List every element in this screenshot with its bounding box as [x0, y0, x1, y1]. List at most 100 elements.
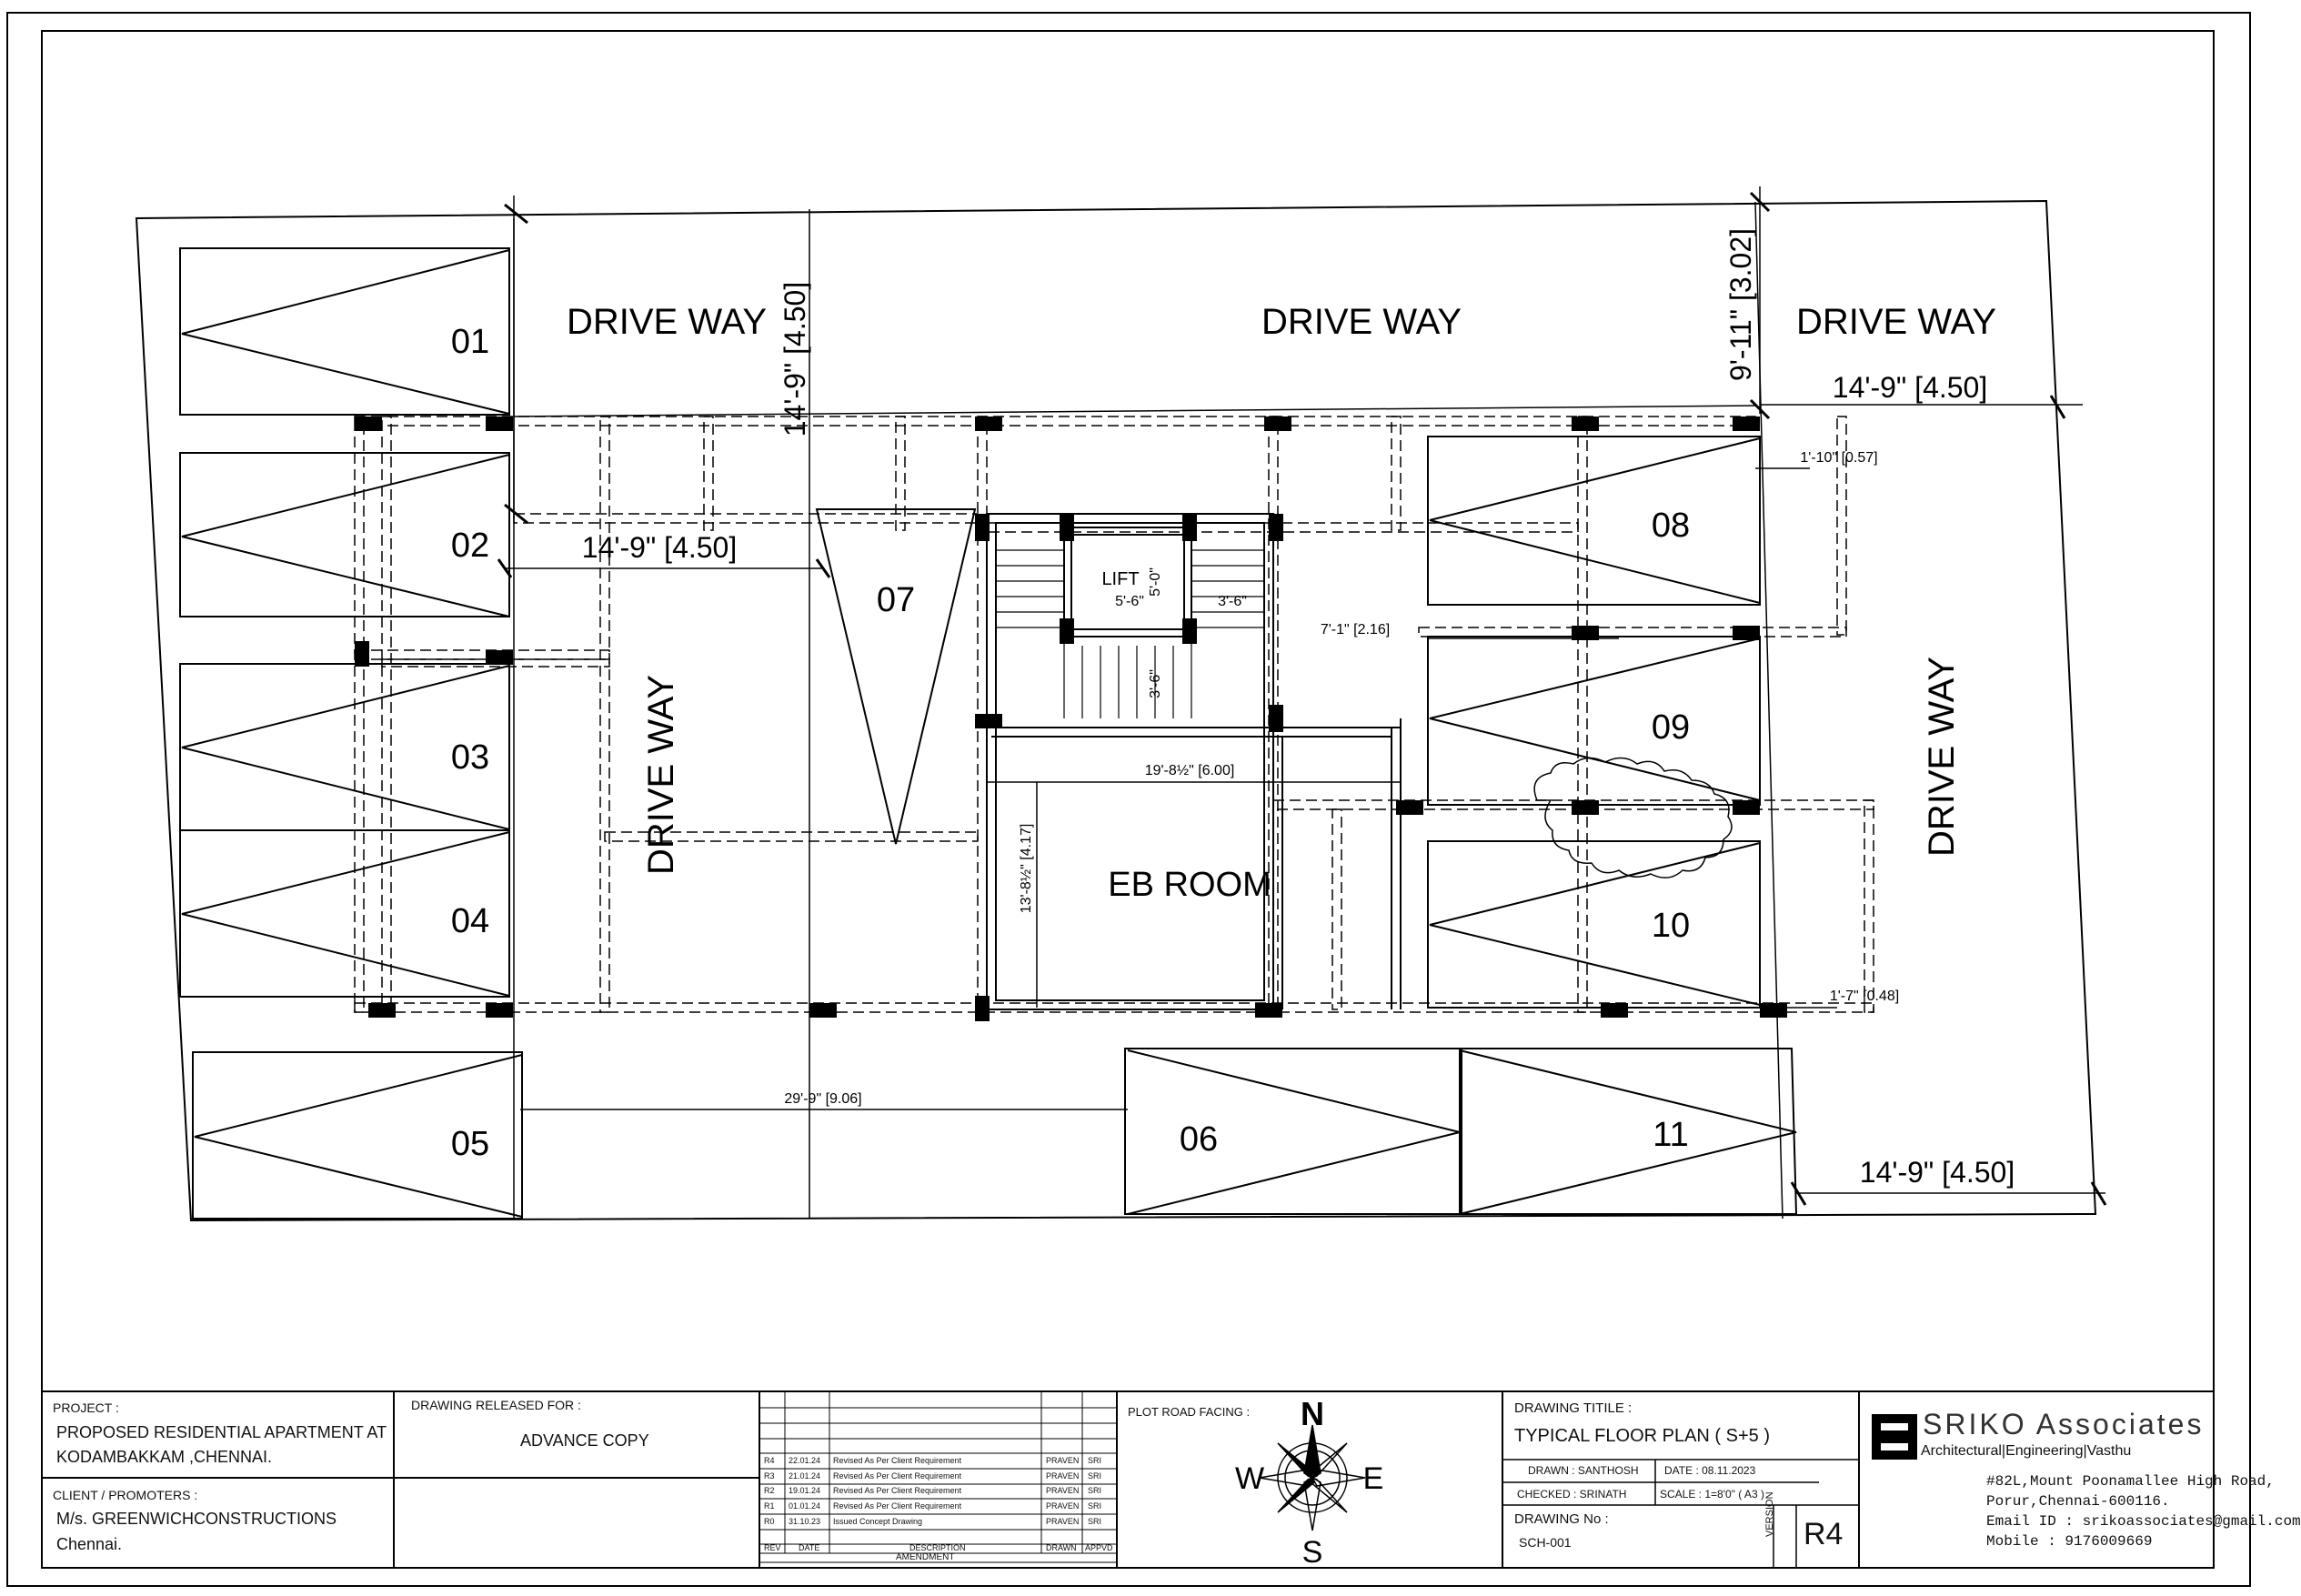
amendment-desc: Revised As Per Client Requirement	[833, 1501, 962, 1511]
dimension-label: 1'-7" [0.48]	[1830, 989, 1899, 1004]
sriko-logo	[1872, 1414, 1917, 1460]
amendment-rev: R4	[764, 1456, 775, 1465]
bay-number: 10	[1652, 907, 1690, 945]
dimension-label: 1'-10" [0.57]	[1800, 450, 1877, 466]
drive-way-label: DRIVE WAY	[641, 675, 681, 875]
plot-facing-label: PLOT ROAD FACING :	[1128, 1405, 1251, 1419]
dimension-label: 7'-1" [2.16]	[1321, 622, 1390, 637]
dimension-label: 3'-6"	[1148, 669, 1163, 698]
dimension-label: 14'-9" [4.50]	[779, 282, 811, 437]
drawing-scale: SCALE : 1=8'0" ( A3 )	[1660, 1488, 1764, 1501]
amendment-desc: Issued Concept Drawing	[833, 1516, 923, 1526]
bay-number: 04	[451, 902, 489, 940]
dimension-label: 5'-6"	[1115, 594, 1144, 609]
parking-bay	[1427, 840, 1761, 1009]
bay-number: 06	[1180, 1120, 1218, 1159]
amend-header-drawn: DRAWN	[1046, 1543, 1077, 1552]
firm-address2: Porur,Chennai-600116.	[1986, 1493, 2170, 1510]
parking-bay	[1459, 1048, 1798, 1215]
amendment-appvd: SRI	[1088, 1516, 1102, 1526]
dimension-label: 29'-9" [9.06]	[784, 1091, 861, 1107]
amendment-drawn: PRAVEN	[1046, 1486, 1080, 1496]
drawing-title: TYPICAL FLOOR PLAN ( S+5 )	[1514, 1426, 1771, 1446]
amendment-date: 19.01.24	[789, 1486, 821, 1496]
amendment-rev: R1	[764, 1501, 775, 1511]
parking-bay	[815, 508, 977, 845]
drawing-date: DATE : 08.11.2023	[1664, 1464, 1756, 1477]
drive-way-label: DRIVE WAY	[1261, 302, 1462, 342]
dimension-label: 14'-9" [4.50]	[1860, 1156, 2015, 1189]
bay-number: 09	[1652, 708, 1690, 747]
amendment-desc: Revised As Per Client Requirement	[833, 1471, 962, 1481]
drive-way-label: DRIVE WAY	[567, 302, 767, 342]
drive-way-label: DRIVE WAY	[1922, 657, 1962, 857]
checked-by: CHECKED : SRINATH	[1517, 1488, 1627, 1501]
client-label: CLIENT / PROMOTERS :	[53, 1488, 198, 1502]
client-line1: M/s. GREENWICHCONSTRUCTIONS	[56, 1510, 337, 1528]
amendment-rev: R0	[764, 1516, 775, 1526]
released-value: ADVANCE COPY	[520, 1431, 649, 1450]
dimension-label: 3'-6"	[1218, 594, 1247, 609]
dimension-label: 13'-8½" [4.17]	[1019, 824, 1034, 914]
bay-number: 05	[451, 1125, 489, 1163]
amendment-drawn: PRAVEN	[1046, 1471, 1080, 1481]
released-label: DRAWING RELEASED FOR :	[411, 1398, 581, 1412]
project-label: PROJECT :	[53, 1400, 119, 1415]
amendment-drawn: PRAVEN	[1046, 1456, 1080, 1465]
site-boundary	[135, 199, 2097, 1222]
amendment-date: 21.01.24	[789, 1471, 821, 1481]
client-line2: Chennai.	[56, 1535, 123, 1553]
firm-tagline: Architectural|Engineering|Vasthu	[1921, 1443, 2132, 1459]
project-line2: KODAMBAKKAM ,CHENNAI.	[56, 1448, 273, 1466]
dimension-label: 14'-9" [4.50]	[1833, 371, 1987, 404]
amendment-desc: Revised As Per Client Requirement	[833, 1486, 962, 1496]
amendment-rev: R2	[764, 1486, 775, 1496]
amendment-drawn: PRAVEN	[1046, 1501, 1080, 1511]
compass-east: E	[1363, 1461, 1384, 1496]
compass-south: S	[1302, 1535, 1323, 1570]
amendment-drawn: PRAVEN	[1046, 1516, 1080, 1526]
amend-header-date: DATE	[799, 1543, 820, 1552]
lift-label: LIFT	[1101, 569, 1139, 589]
version-value: R4	[1804, 1517, 1844, 1551]
eb-room-label: EB ROOM	[1108, 866, 1271, 904]
bay-number: 02	[451, 527, 489, 565]
bay-number: 03	[451, 738, 489, 777]
compass-icon	[1259, 1424, 1366, 1531]
bay-number: 11	[1653, 1116, 1688, 1154]
firm-name: SRIKO Associates	[1923, 1408, 2205, 1440]
parking-bay	[179, 247, 510, 416]
dimension-label: 19'-8½" [6.00]	[1145, 763, 1235, 778]
amend-footer: AMENDMENT	[896, 1552, 955, 1562]
amendment-desc: Revised As Per Client Requirement	[833, 1456, 962, 1465]
parking-bay	[179, 829, 510, 998]
firm-email: Email ID : srikoassociates@gmail.com	[1986, 1513, 2301, 1530]
parking-bay	[1124, 1048, 1462, 1215]
amendment-date: 01.01.24	[789, 1501, 821, 1511]
drive-way-label: DRIVE WAY	[1796, 302, 1996, 342]
amendment-appvd: SRI	[1088, 1501, 1102, 1511]
amendment-appvd: SRI	[1088, 1456, 1102, 1465]
firm-mobile: Mobile : 9176009669	[1986, 1533, 2153, 1550]
amendment-appvd: SRI	[1088, 1486, 1102, 1496]
dimension-label: 9'-11" [3.02]	[1724, 228, 1757, 381]
drawing-no: SCH-001	[1519, 1535, 1572, 1550]
amendment-date: 31.10.23	[789, 1516, 821, 1526]
amend-header-rev: REV	[764, 1543, 781, 1552]
compass-west: W	[1235, 1461, 1264, 1496]
drawing-no-label: DRAWING No :	[1514, 1511, 1609, 1527]
amendment-date: 22.01.24	[789, 1456, 821, 1465]
bay-number: 01	[451, 323, 489, 361]
bay-number: 07	[877, 581, 915, 619]
parking-bay	[192, 1051, 523, 1220]
drawn-by: DRAWN : SANTHOSH	[1528, 1464, 1639, 1477]
dimension-label: 14'-9" [4.50]	[582, 531, 737, 564]
project-line1: PROPOSED RESIDENTIAL APARTMENT AT	[56, 1423, 387, 1441]
parking-bay	[179, 452, 510, 617]
parking-bay	[1427, 636, 1761, 806]
version-label: VERSION	[1764, 1491, 1775, 1537]
amend-header-appvd: APPVD	[1085, 1543, 1113, 1552]
firm-address1: #82L,Mount Poonamallee High Road,	[1986, 1473, 2275, 1490]
bay-number: 08	[1652, 507, 1690, 545]
